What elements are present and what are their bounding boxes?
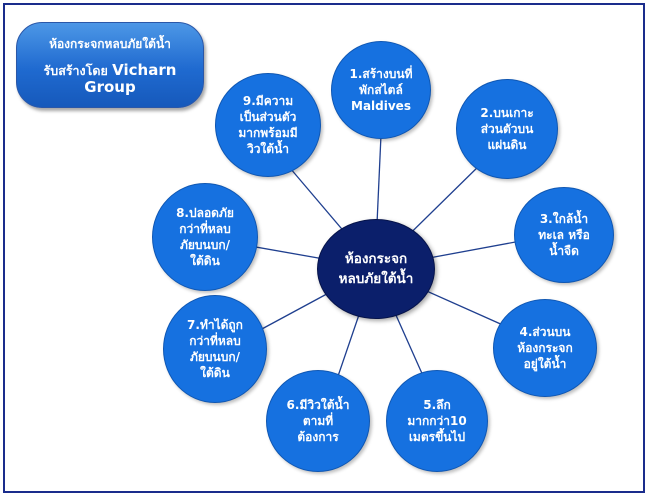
center-node: ห้องกระจก หลบภัยใต้น้ำ	[317, 219, 435, 319]
title-brand: Vicharn Group	[84, 60, 177, 96]
node-2: 2.บนเกาะ ส่วนตัวบน แผ่นดิน	[456, 79, 558, 179]
node-9: 9.มีความ เป็นส่วนตัว มากพร้อมมี วิวใต้น้…	[215, 73, 321, 177]
title-banner: ห้องกระจกหลบภัยใต้น้ำ รับสร้างโดย Vichar…	[16, 22, 204, 108]
node-5: 5.ลึก มากกว่า10 เมตรขึ้นไป	[386, 370, 488, 472]
node-4: 4.ส่วนบน ห้องกระจก อยู่ใต้น้ำ	[493, 299, 597, 397]
node-1: 1.สร้างบนที่ พักสไตล์ Maldives	[331, 41, 431, 139]
title-line-2: รับสร้างโดย Vicharn Group	[17, 60, 203, 96]
node-3: 3.ใกล้น้ำ ทะเล หรือ น้ำจืด	[514, 187, 614, 283]
node-6: 6.มีวิวใต้น้ำ ตามที่ ต้องการ	[266, 370, 370, 472]
node-8: 8.ปลอดภัย กว่าที่หลบ ภัยบนบก/ ใต้ดิน	[152, 183, 258, 291]
node-7: 7.ทำได้ถูก กว่าที่หลบ ภัยบนบก/ ใต้ดิน	[163, 295, 267, 403]
title-prefix: รับสร้างโดย	[43, 62, 113, 78]
title-line-1: ห้องกระจกหลบภัยใต้น้ำ	[49, 36, 171, 51]
